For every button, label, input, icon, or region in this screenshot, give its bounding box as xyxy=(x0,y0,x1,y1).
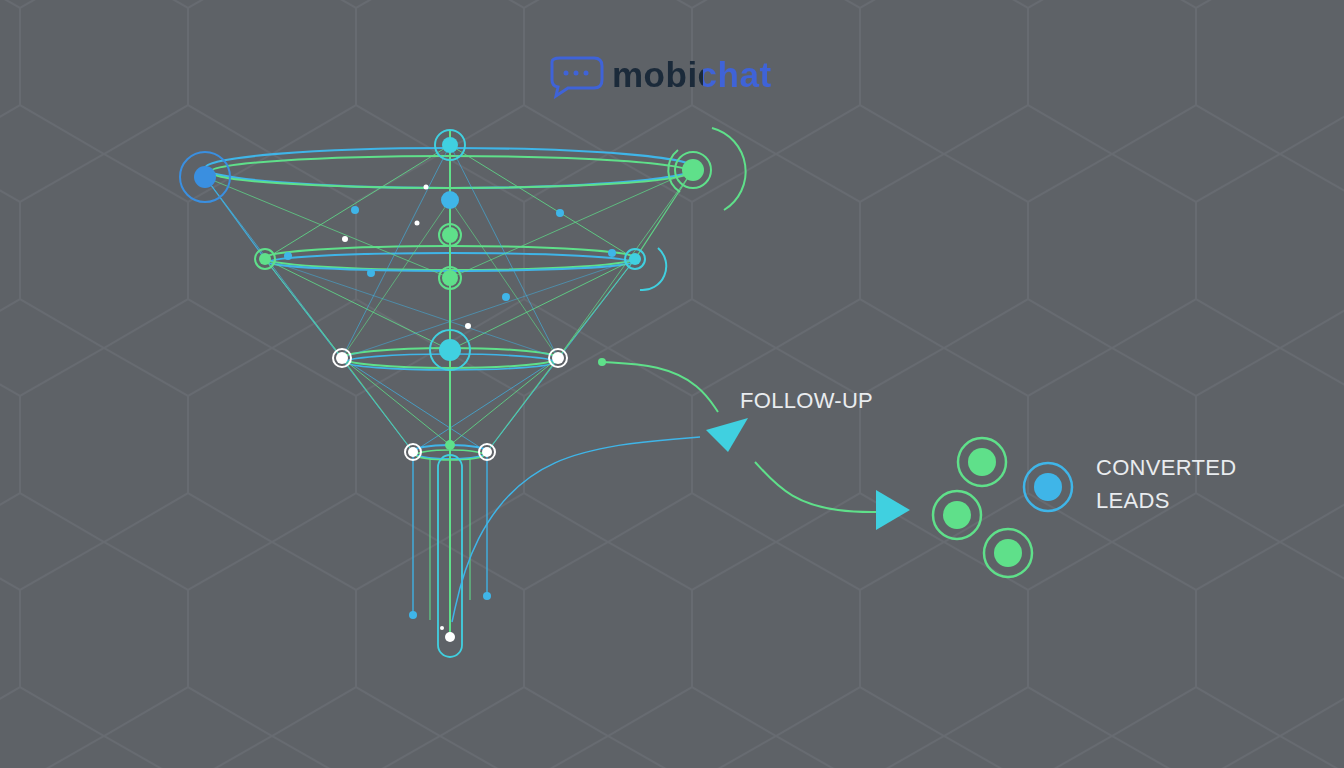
lead-ring xyxy=(958,438,1006,486)
node-dot xyxy=(440,626,444,630)
node-dot xyxy=(483,592,491,600)
mesh-line xyxy=(342,358,450,445)
lead-dot xyxy=(943,501,971,529)
node-dot xyxy=(608,249,616,257)
node-dot xyxy=(441,191,459,209)
mesh-line xyxy=(342,259,635,358)
flow-label: CONVERTED LEADS xyxy=(1096,451,1271,517)
node-dot xyxy=(482,447,492,457)
mesh-line xyxy=(265,259,413,452)
brand-logo: mobichat xyxy=(612,55,772,95)
node-dot xyxy=(552,352,564,364)
flow-curve xyxy=(755,462,878,512)
node-dot xyxy=(408,447,418,457)
mesh-line xyxy=(469,458,470,600)
node-ring xyxy=(675,152,711,188)
node-dot xyxy=(629,253,641,265)
lead-ring xyxy=(984,529,1032,577)
mesh-line xyxy=(429,458,430,620)
funnel-stem xyxy=(438,455,462,657)
mesh-line xyxy=(342,358,487,452)
mesh-line xyxy=(413,358,558,452)
mesh-line xyxy=(412,452,414,615)
node-dot xyxy=(439,339,461,361)
mesh-line xyxy=(205,177,450,278)
lead-ring xyxy=(1024,463,1072,511)
flow-curve xyxy=(602,362,718,412)
mesh-line xyxy=(265,259,558,358)
mesh-line xyxy=(487,259,635,452)
mesh-line xyxy=(342,200,450,358)
node-dot xyxy=(445,440,455,450)
lead-dot xyxy=(994,539,1022,567)
arrow-head xyxy=(706,418,748,452)
node-ring xyxy=(430,330,470,370)
node-dot xyxy=(367,269,375,277)
node-dot xyxy=(259,253,271,265)
node-dot xyxy=(682,159,704,181)
mesh-line xyxy=(450,145,558,358)
node-dot xyxy=(442,227,458,243)
node-dot xyxy=(194,166,216,188)
node-ring xyxy=(625,249,645,269)
mesh-line xyxy=(450,259,635,350)
mesh-line xyxy=(558,170,693,358)
signal-arc xyxy=(712,128,746,210)
node-dot xyxy=(415,221,420,226)
node-dot xyxy=(336,352,348,364)
node-dot xyxy=(442,270,458,286)
node-dot xyxy=(424,185,429,190)
node-dot xyxy=(342,236,348,242)
node-ring xyxy=(549,349,567,367)
arrow-head xyxy=(876,490,910,530)
mesh-line xyxy=(342,145,450,358)
lead-ring xyxy=(933,491,981,539)
mesh-line xyxy=(450,170,693,278)
mesh-line xyxy=(450,200,558,358)
node-ring xyxy=(479,444,495,460)
node-dot xyxy=(465,323,471,329)
node-dot xyxy=(556,209,564,217)
node-ring xyxy=(439,267,461,289)
node-ring xyxy=(180,152,230,202)
mesh-line xyxy=(205,177,342,358)
node-ring xyxy=(333,349,351,367)
lead-dot xyxy=(1034,473,1062,501)
flow-label: FOLLOW-UP xyxy=(740,384,873,417)
flow-arrows xyxy=(452,358,1072,622)
node-ring xyxy=(435,130,465,160)
node-dot xyxy=(502,293,510,301)
node-dot xyxy=(351,206,359,214)
node-dot xyxy=(409,611,417,619)
mesh-line xyxy=(265,145,450,259)
node-dot xyxy=(445,632,455,642)
node-dot xyxy=(284,252,292,260)
node-ring xyxy=(255,249,275,269)
chat-icon xyxy=(552,58,602,96)
lead-dot xyxy=(968,448,996,476)
mesh-line xyxy=(265,259,450,350)
node-dot xyxy=(442,137,458,153)
flow-curve xyxy=(452,437,700,622)
funnel xyxy=(180,128,746,657)
node-ring xyxy=(405,444,421,460)
mesh-line xyxy=(450,145,635,259)
mesh-line xyxy=(450,358,558,445)
node-ring xyxy=(439,224,461,246)
